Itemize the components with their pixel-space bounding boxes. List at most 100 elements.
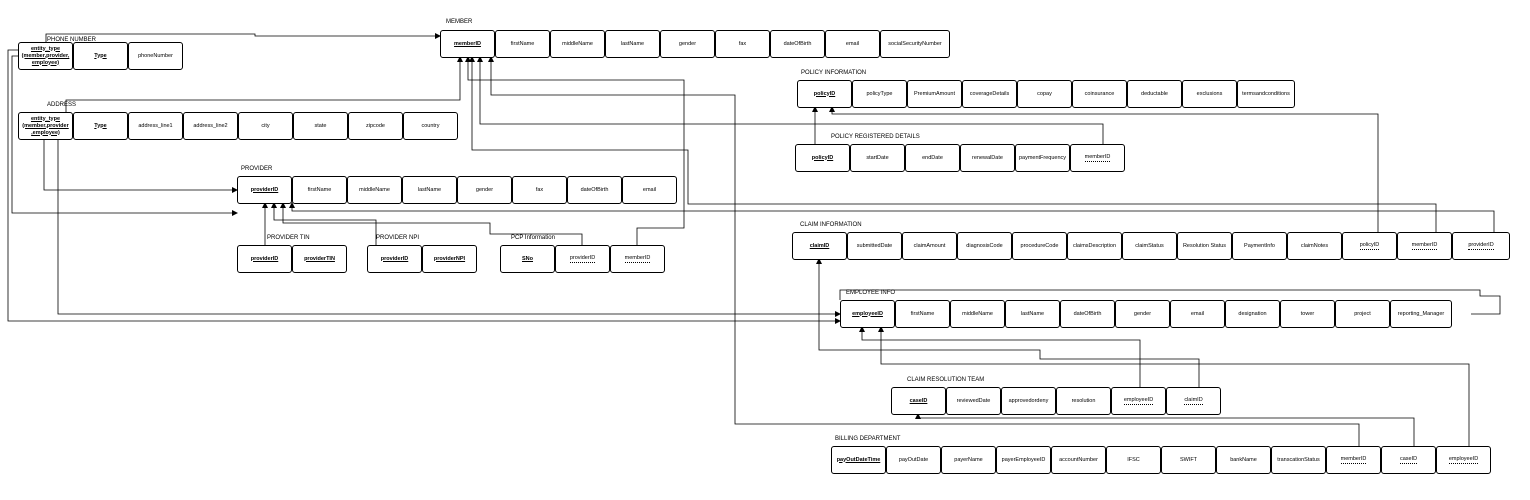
field-member-0[interactable]: memberID (440, 30, 495, 58)
field-address-0[interactable]: entity_type (member,provider ,employee) (18, 112, 73, 140)
field-label: gender (678, 40, 697, 47)
field-billing-10[interactable]: caseID (1381, 446, 1436, 474)
field-member-6[interactable]: dateOfBirth (770, 30, 825, 58)
field-provider-0[interactable]: providerID (237, 176, 292, 204)
field-pcp-2[interactable]: memberID (610, 245, 665, 273)
field-employee-2[interactable]: middleName (950, 300, 1005, 328)
field-claim-4[interactable]: procedureCode (1012, 232, 1067, 260)
field-label: deductable (1141, 90, 1168, 97)
field-provider-4[interactable]: gender (457, 176, 512, 204)
field-label: email (1190, 310, 1205, 317)
field-employee-4[interactable]: dateOfBirth (1060, 300, 1115, 328)
field-phone-2[interactable]: phoneNumber (128, 42, 183, 70)
field-member-4[interactable]: gender (660, 30, 715, 58)
field-address-3[interactable]: address_line2 (183, 112, 238, 140)
field-member-3[interactable]: lastName (605, 30, 660, 58)
field-address-6[interactable]: zipcode (348, 112, 403, 140)
field-provider-2[interactable]: middleName (347, 176, 402, 204)
field-billing-0[interactable]: payOutDateTime (831, 446, 886, 474)
relationship-line (859, 326, 1141, 387)
field-policy-4[interactable]: copay (1017, 80, 1072, 108)
field-crt-4[interactable]: employeeID (1111, 387, 1166, 415)
field-claim-0[interactable]: claimID (792, 232, 847, 260)
field-member-5[interactable]: fax (715, 30, 770, 58)
field-polreg-4[interactable]: paymentFrequency (1015, 144, 1070, 172)
field-provider-6[interactable]: dateOfBirth (567, 176, 622, 204)
field-label: transcationStatus (1277, 456, 1320, 463)
field-crt-1[interactable]: reviewedDate (946, 387, 1001, 415)
field-npi-1[interactable]: providerNPI (422, 245, 477, 273)
field-employee-3[interactable]: lastName (1005, 300, 1060, 328)
field-billing-4[interactable]: accountNumber (1051, 446, 1106, 474)
field-claim-11[interactable]: memberID (1397, 232, 1452, 260)
field-tin-0[interactable]: providerID (237, 245, 292, 273)
field-employee-8[interactable]: tower (1280, 300, 1335, 328)
field-claim-1[interactable]: submittedDate (847, 232, 902, 260)
field-polreg-5[interactable]: memberID (1070, 144, 1125, 172)
field-billing-2[interactable]: payerName (941, 446, 996, 474)
field-billing-5[interactable]: IFSC (1106, 446, 1161, 474)
field-crt-5[interactable]: claimID (1166, 387, 1221, 415)
field-polreg-1[interactable]: startDate (850, 144, 905, 172)
field-address-7[interactable]: country (403, 112, 458, 140)
relationship-line (469, 56, 1437, 232)
field-billing-9[interactable]: memberID (1326, 446, 1381, 474)
field-provider-3[interactable]: lastName (402, 176, 457, 204)
field-employee-0[interactable]: employeeID (840, 300, 895, 328)
field-polreg-2[interactable]: endDate (905, 144, 960, 172)
field-provider-7[interactable]: email (622, 176, 677, 204)
field-employee-9[interactable]: project (1335, 300, 1390, 328)
field-phone-1[interactable]: Type (73, 42, 128, 70)
field-address-4[interactable]: city (238, 112, 293, 140)
field-employee-6[interactable]: email (1170, 300, 1225, 328)
table-title-pcp: PCP Information (511, 235, 555, 241)
field-policy-5[interactable]: coinsurance (1072, 80, 1127, 108)
field-billing-3[interactable]: payerEmployeeID (996, 446, 1051, 474)
field-provider-1[interactable]: firstName (292, 176, 347, 204)
field-billing-8[interactable]: transcationStatus (1271, 446, 1326, 474)
field-billing-1[interactable]: payOutDate (886, 446, 941, 474)
field-member-1[interactable]: firstName (495, 30, 550, 58)
field-polreg-0[interactable]: policyID (795, 144, 850, 172)
field-claim-8[interactable]: PaymentInfo (1232, 232, 1287, 260)
field-claim-9[interactable]: claimNotes (1287, 232, 1342, 260)
field-label: state (314, 122, 327, 129)
field-employee-10[interactable]: reporting_Manager (1390, 300, 1452, 328)
field-provider-5[interactable]: fax (512, 176, 567, 204)
field-address-2[interactable]: address_line1 (128, 112, 183, 140)
field-employee-1[interactable]: firstName (895, 300, 950, 328)
field-claim-3[interactable]: diagnosisCode (957, 232, 1012, 260)
field-phone-0[interactable]: entity_type (member,provider, employee) (18, 42, 73, 70)
field-claim-5[interactable]: claimsDescription (1067, 232, 1122, 260)
field-policy-8[interactable]: termsandconditions (1237, 80, 1295, 108)
field-employee-5[interactable]: gender (1115, 300, 1170, 328)
field-member-8[interactable]: socialSecurityNumber (880, 30, 950, 58)
field-crt-3[interactable]: resolution (1056, 387, 1111, 415)
field-claim-7[interactable]: Resolution Status (1177, 232, 1232, 260)
field-polreg-3[interactable]: renewalDate (960, 144, 1015, 172)
field-policy-0[interactable]: policyID (797, 80, 852, 108)
field-claim-12[interactable]: providerID (1452, 232, 1510, 260)
field-crt-2[interactable]: approvedordeny (1001, 387, 1056, 415)
field-pcp-1[interactable]: providerID (555, 245, 610, 273)
field-claim-10[interactable]: policyID (1342, 232, 1397, 260)
field-policy-1[interactable]: policyType (852, 80, 907, 108)
field-tin-1[interactable]: providerTIN (292, 245, 347, 273)
field-claim-6[interactable]: claimStatus (1122, 232, 1177, 260)
field-npi-0[interactable]: providerID (367, 245, 422, 273)
field-billing-11[interactable]: employeeID (1436, 446, 1491, 474)
field-policy-6[interactable]: deductable (1127, 80, 1182, 108)
field-policy-3[interactable]: coverageDetails (962, 80, 1017, 108)
field-crt-0[interactable]: caseID (891, 387, 946, 415)
field-address-5[interactable]: state (293, 112, 348, 140)
field-billing-7[interactable]: bankName (1216, 446, 1271, 474)
field-address-1[interactable]: Type (73, 112, 128, 140)
field-policy-7[interactable]: exclusions (1182, 80, 1237, 108)
field-member-7[interactable]: email (825, 30, 880, 58)
field-employee-7[interactable]: designation (1225, 300, 1280, 328)
field-billing-6[interactable]: SWIFT (1161, 446, 1216, 474)
field-pcp-0[interactable]: SNo (500, 245, 555, 273)
field-claim-2[interactable]: claimAmount (902, 232, 957, 260)
field-member-2[interactable]: middleName (550, 30, 605, 58)
field-policy-2[interactable]: PremiumAmount (907, 80, 962, 108)
